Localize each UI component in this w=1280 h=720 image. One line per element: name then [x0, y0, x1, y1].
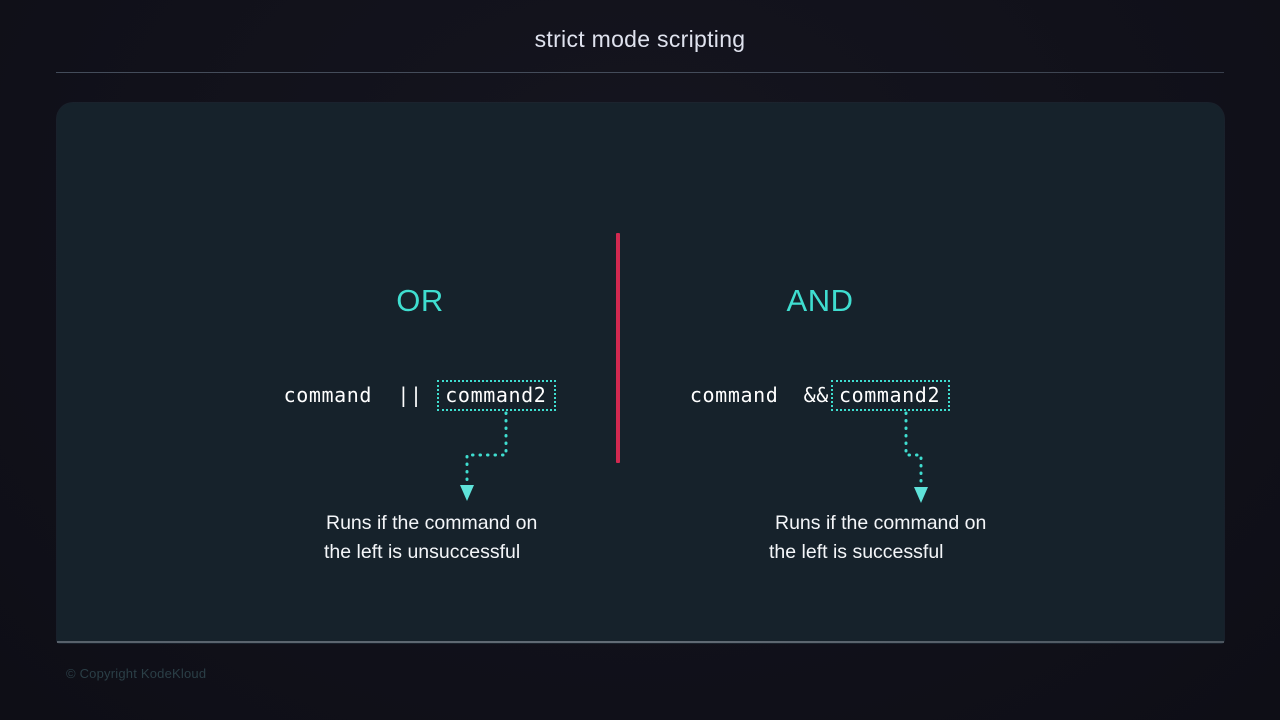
column-and-expression-prefix: command && [689, 383, 829, 407]
title-divider-rule [56, 72, 1224, 73]
caption-or-line-2: the left is unsuccessful [324, 541, 521, 563]
caption-or: Runs if the command on the left is unsuc… [324, 509, 624, 567]
column-or-expression: command || command2 [220, 380, 620, 411]
column-or: OR command || command2 [220, 283, 620, 411]
caption-and: Runs if the command on the left is succe… [769, 509, 1069, 567]
column-or-boxed-command: command2 [437, 380, 557, 411]
vertical-red-divider [616, 233, 620, 463]
column-and: AND command &&command2 [620, 283, 1020, 411]
content-card [57, 103, 1224, 643]
caption-or-line-1: Runs if the command on [326, 512, 538, 534]
footer-copyright: © Copyright KodeKloud [66, 666, 207, 681]
column-and-heading: AND [786, 283, 854, 318]
page-title: strict mode scripting [534, 26, 746, 52]
column-or-heading: OR [396, 283, 444, 318]
caption-and-line-1: Runs if the command on [775, 512, 987, 534]
column-and-expression: command &&command2 [620, 380, 1020, 411]
column-or-expression-prefix: command || [283, 383, 436, 407]
column-and-boxed-command: command2 [830, 380, 951, 411]
caption-and-line-2: the left is successful [769, 541, 944, 563]
